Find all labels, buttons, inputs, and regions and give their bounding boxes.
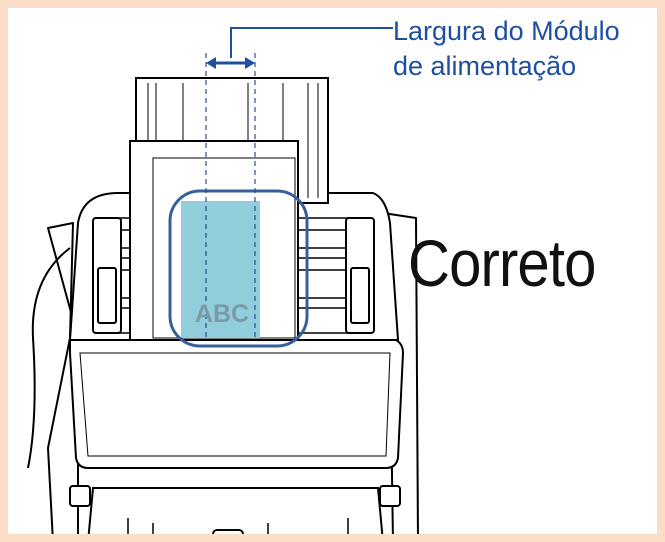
callout-line-1: Largura do Módulo — [393, 16, 620, 46]
scanner-cable — [27, 247, 71, 469]
callout-line-2: de alimentação — [393, 51, 577, 81]
correct-placement-highlight — [168, 189, 309, 348]
status-correct-label: Correto — [408, 226, 596, 300]
stacker — [87, 487, 384, 534]
feed-module-width-label: Largura do Módulo de alimentação — [393, 14, 657, 84]
width-arrow-icon — [206, 57, 255, 69]
scanner-illustration — [27, 27, 419, 534]
document-text-abc: ABC — [194, 300, 250, 328]
callout-leader-line — [230, 27, 393, 58]
document — [181, 201, 260, 338]
front-cover — [69, 339, 405, 469]
